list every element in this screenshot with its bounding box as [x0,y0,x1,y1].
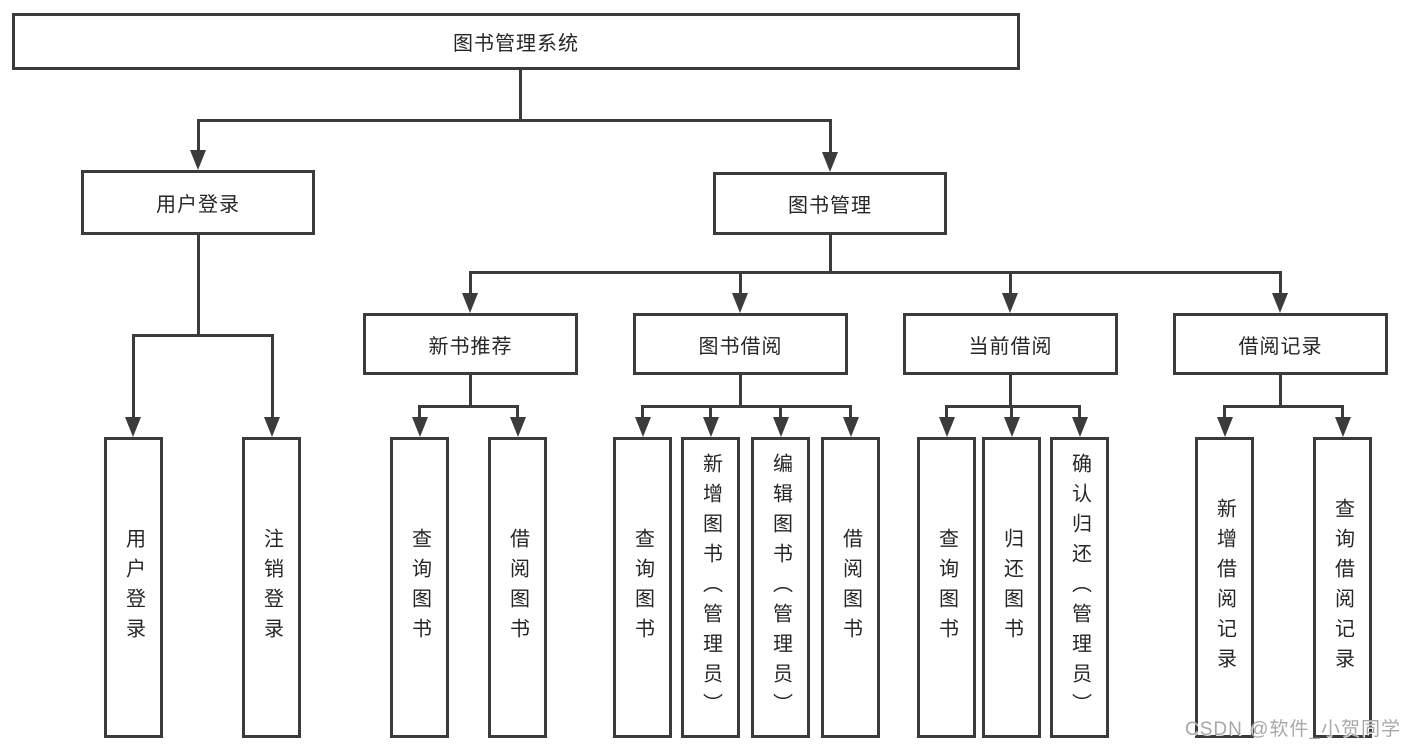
watermark: CSDN @软件_小贺同学 [1185,719,1401,740]
arrowhead-leaf-10 [1217,417,1233,437]
connector-to-book-borrow [739,271,742,293]
leaf-borrow-books: 借阅图书 [821,437,880,738]
node-book-management-system: 图书管理系统 [12,13,1020,70]
arrowhead-leaf-user-login [125,417,141,437]
connector-to-leaf-logout [271,334,274,417]
connector-to-borrow-records [1279,271,1282,293]
leaf-user-login-label: 用户登录 [122,527,145,648]
node-book-management-branch: 图书管理 [713,172,947,235]
arrowhead-user-login [190,150,206,170]
leaf-edit-book-admin-label: 编辑图书（管理员） [769,452,792,723]
arrowhead-leaf-9 [1072,417,1088,437]
arrowhead-leaf-1 [412,417,428,437]
leaf-confirm-return-admin-label: 确认归还（管理员） [1068,452,1091,723]
leaf-return-books: 归还图书 [982,437,1041,738]
arrowhead-borrow-records [1272,293,1288,313]
leaf-add-book-admin-label: 新增图书（管理员） [699,452,722,723]
leaf-return-books-label: 归还图书 [1000,527,1023,648]
leaf-add-borrow-record-label: 新增借阅记录 [1213,497,1236,678]
leaf-query-books-borrow-label: 查询图书 [631,527,654,648]
connector-new-book-drop [469,375,472,408]
connector-book-mgmt-drop [829,235,832,273]
arrowhead-leaf-2 [510,417,526,437]
connector-to-leaf-user-login [132,334,135,417]
node-new-book-recommend: 新书推荐 [363,313,578,375]
node-borrow-records: 借阅记录 [1173,313,1388,375]
arrowhead-leaf-6 [843,417,859,437]
connector-leaf-7 [945,405,948,417]
connector-leaf-6 [849,405,852,417]
leaf-confirm-return-admin: 确认归还（管理员） [1050,437,1109,738]
connector-to-user-login [197,119,200,152]
leaf-query-books-current: 查询图书 [917,437,976,738]
leaf-borrow-books-label: 借阅图书 [839,527,862,648]
connector-to-book-mgmt [829,119,832,152]
connector-leaf-2 [516,405,519,417]
connector-new-book-rail [418,405,519,408]
arrowhead-leaf-11 [1335,417,1351,437]
arrowhead-leaf-3 [635,417,651,437]
connector-leaf-8 [1010,405,1013,417]
leaf-query-books-recommend: 查询图书 [390,437,449,738]
connector-borrow-records-drop [1279,375,1282,408]
arrowhead-leaf-5 [773,417,789,437]
leaf-query-borrow-record: 查询借阅记录 [1313,437,1372,738]
connector-level3-rail [469,271,1282,274]
connector-leaf-1 [418,405,421,417]
leaf-user-login: 用户登录 [104,437,163,738]
connector-to-new-book [469,271,472,293]
arrowhead-current-borrow [1002,293,1018,313]
connector-book-borrow-drop [739,375,742,408]
node-current-borrow: 当前借阅 [903,313,1118,375]
connector-current-borrow-rail [945,405,1081,408]
arrowhead-book-mgmt [822,152,838,172]
leaf-borrow-books-recommend-label: 借阅图书 [506,527,529,648]
arrowhead-leaf-logout [264,417,280,437]
node-user-login-branch: 用户登录 [81,170,315,235]
connector-leaf-11 [1341,405,1344,417]
leaf-add-book-admin: 新增图书（管理员） [681,437,740,738]
connector-root-drop [519,70,522,120]
connector-leaf-3 [641,405,644,417]
leaf-add-borrow-record: 新增借阅记录 [1195,437,1254,738]
arrowhead-leaf-8 [1004,417,1020,437]
leaf-logout: 注销登录 [242,437,301,738]
leaf-query-books-current-label: 查询图书 [935,527,958,648]
leaf-query-books-borrow: 查询图书 [613,437,672,738]
connector-user-login-rail [132,334,274,337]
leaf-query-borrow-record-label: 查询借阅记录 [1331,497,1354,678]
connector-level1-rail [197,119,832,122]
node-book-borrow: 图书借阅 [633,313,848,375]
connector-book-borrow-rail [641,405,852,408]
leaf-logout-label: 注销登录 [260,527,283,648]
leaf-query-books-recommend-label: 查询图书 [408,527,431,648]
arrowhead-leaf-7 [939,417,955,437]
connector-to-current-borrow [1009,271,1012,293]
arrowhead-new-book [462,293,478,313]
connector-leaf-4 [709,405,712,417]
connector-borrow-records-rail [1223,405,1344,408]
arrowhead-book-borrow [732,293,748,313]
connector-leaf-10 [1223,405,1226,417]
connector-user-login-drop [197,235,200,336]
connector-leaf-9 [1078,405,1081,417]
connector-current-borrow-drop [1009,375,1012,408]
arrowhead-leaf-4 [703,417,719,437]
connector-leaf-5 [779,405,782,417]
leaf-borrow-books-recommend: 借阅图书 [488,437,547,738]
leaf-edit-book-admin: 编辑图书（管理员） [751,437,810,738]
